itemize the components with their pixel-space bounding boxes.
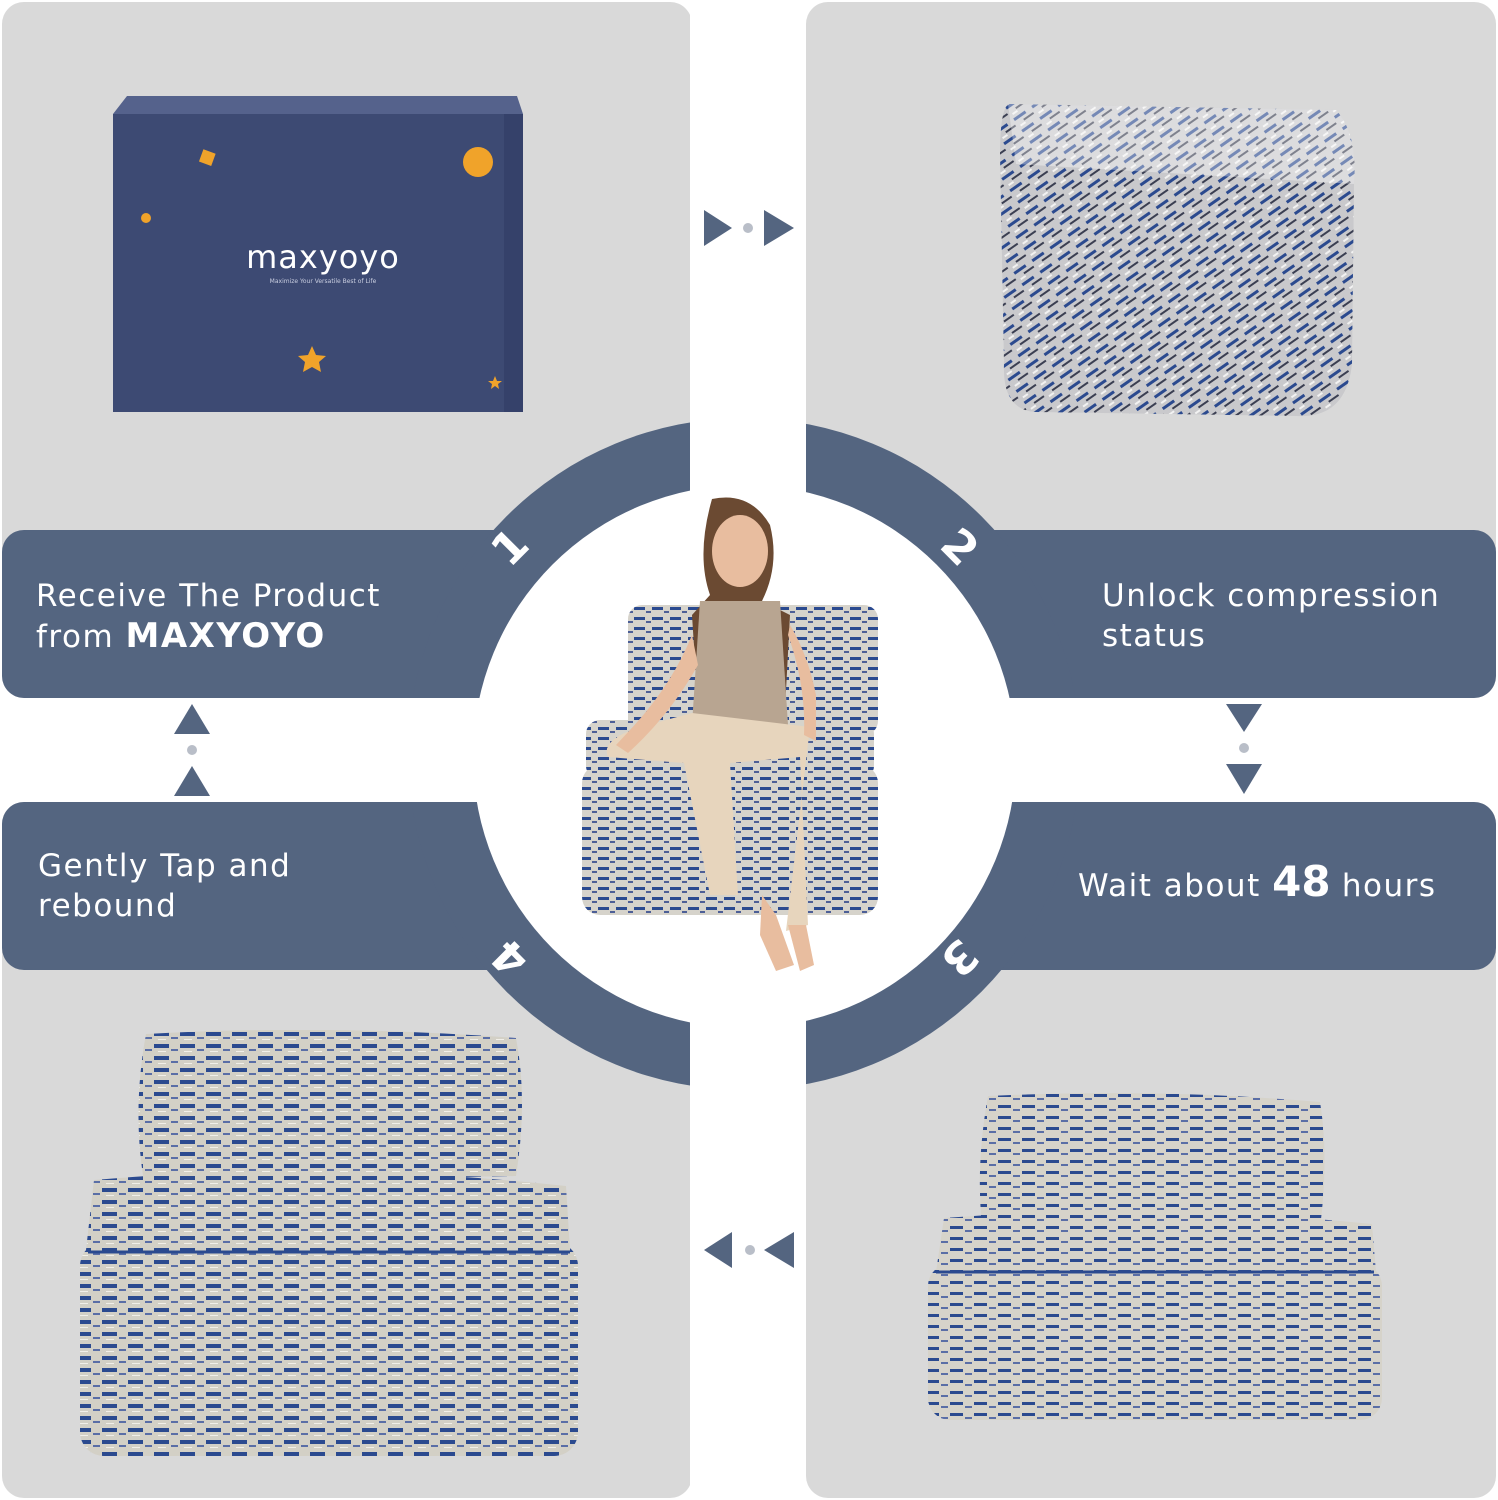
woman-on-chair-image (580, 495, 880, 985)
step-3-text: Wait about 48 hours (1078, 861, 1492, 922)
step-1-line2-prefix: from (36, 619, 126, 655)
arrow-right-icon (702, 208, 798, 248)
step-4-text: Gently Tap and rebound (38, 846, 418, 936)
arrow-down-icon (1224, 702, 1264, 798)
compressed-cushion-image (996, 94, 1358, 424)
step-1-brand: MAXYOYO (125, 616, 326, 656)
expanded-chair-large-image (76, 1030, 582, 1460)
box-tagline: Maximize Your Versatile Best of Life (269, 278, 377, 285)
box-wordmark: maxyoyo (246, 238, 400, 276)
step-3-suffix: hours (1330, 868, 1437, 904)
step-4-line1: Gently Tap and (38, 848, 292, 884)
step-1-text: Receive The Product from MAXYOYO (36, 576, 476, 666)
product-box-image: maxyoyo Maximize Your Versatile Best of … (113, 96, 523, 412)
step-2-line2: status (1102, 618, 1207, 654)
arrow-left-icon (702, 1230, 798, 1270)
step-1-line1: Receive The Product (36, 578, 381, 614)
step-2-line1: Unlock compression (1102, 578, 1441, 614)
step-3-hours: 48 (1272, 857, 1331, 906)
step-3-prefix: Wait about (1078, 868, 1273, 904)
arrow-up-icon (172, 702, 212, 798)
step-4-line2: rebound (38, 888, 178, 924)
expanded-chair-image (926, 1092, 1386, 1424)
step-2-text: Unlock compression status (1102, 576, 1492, 666)
